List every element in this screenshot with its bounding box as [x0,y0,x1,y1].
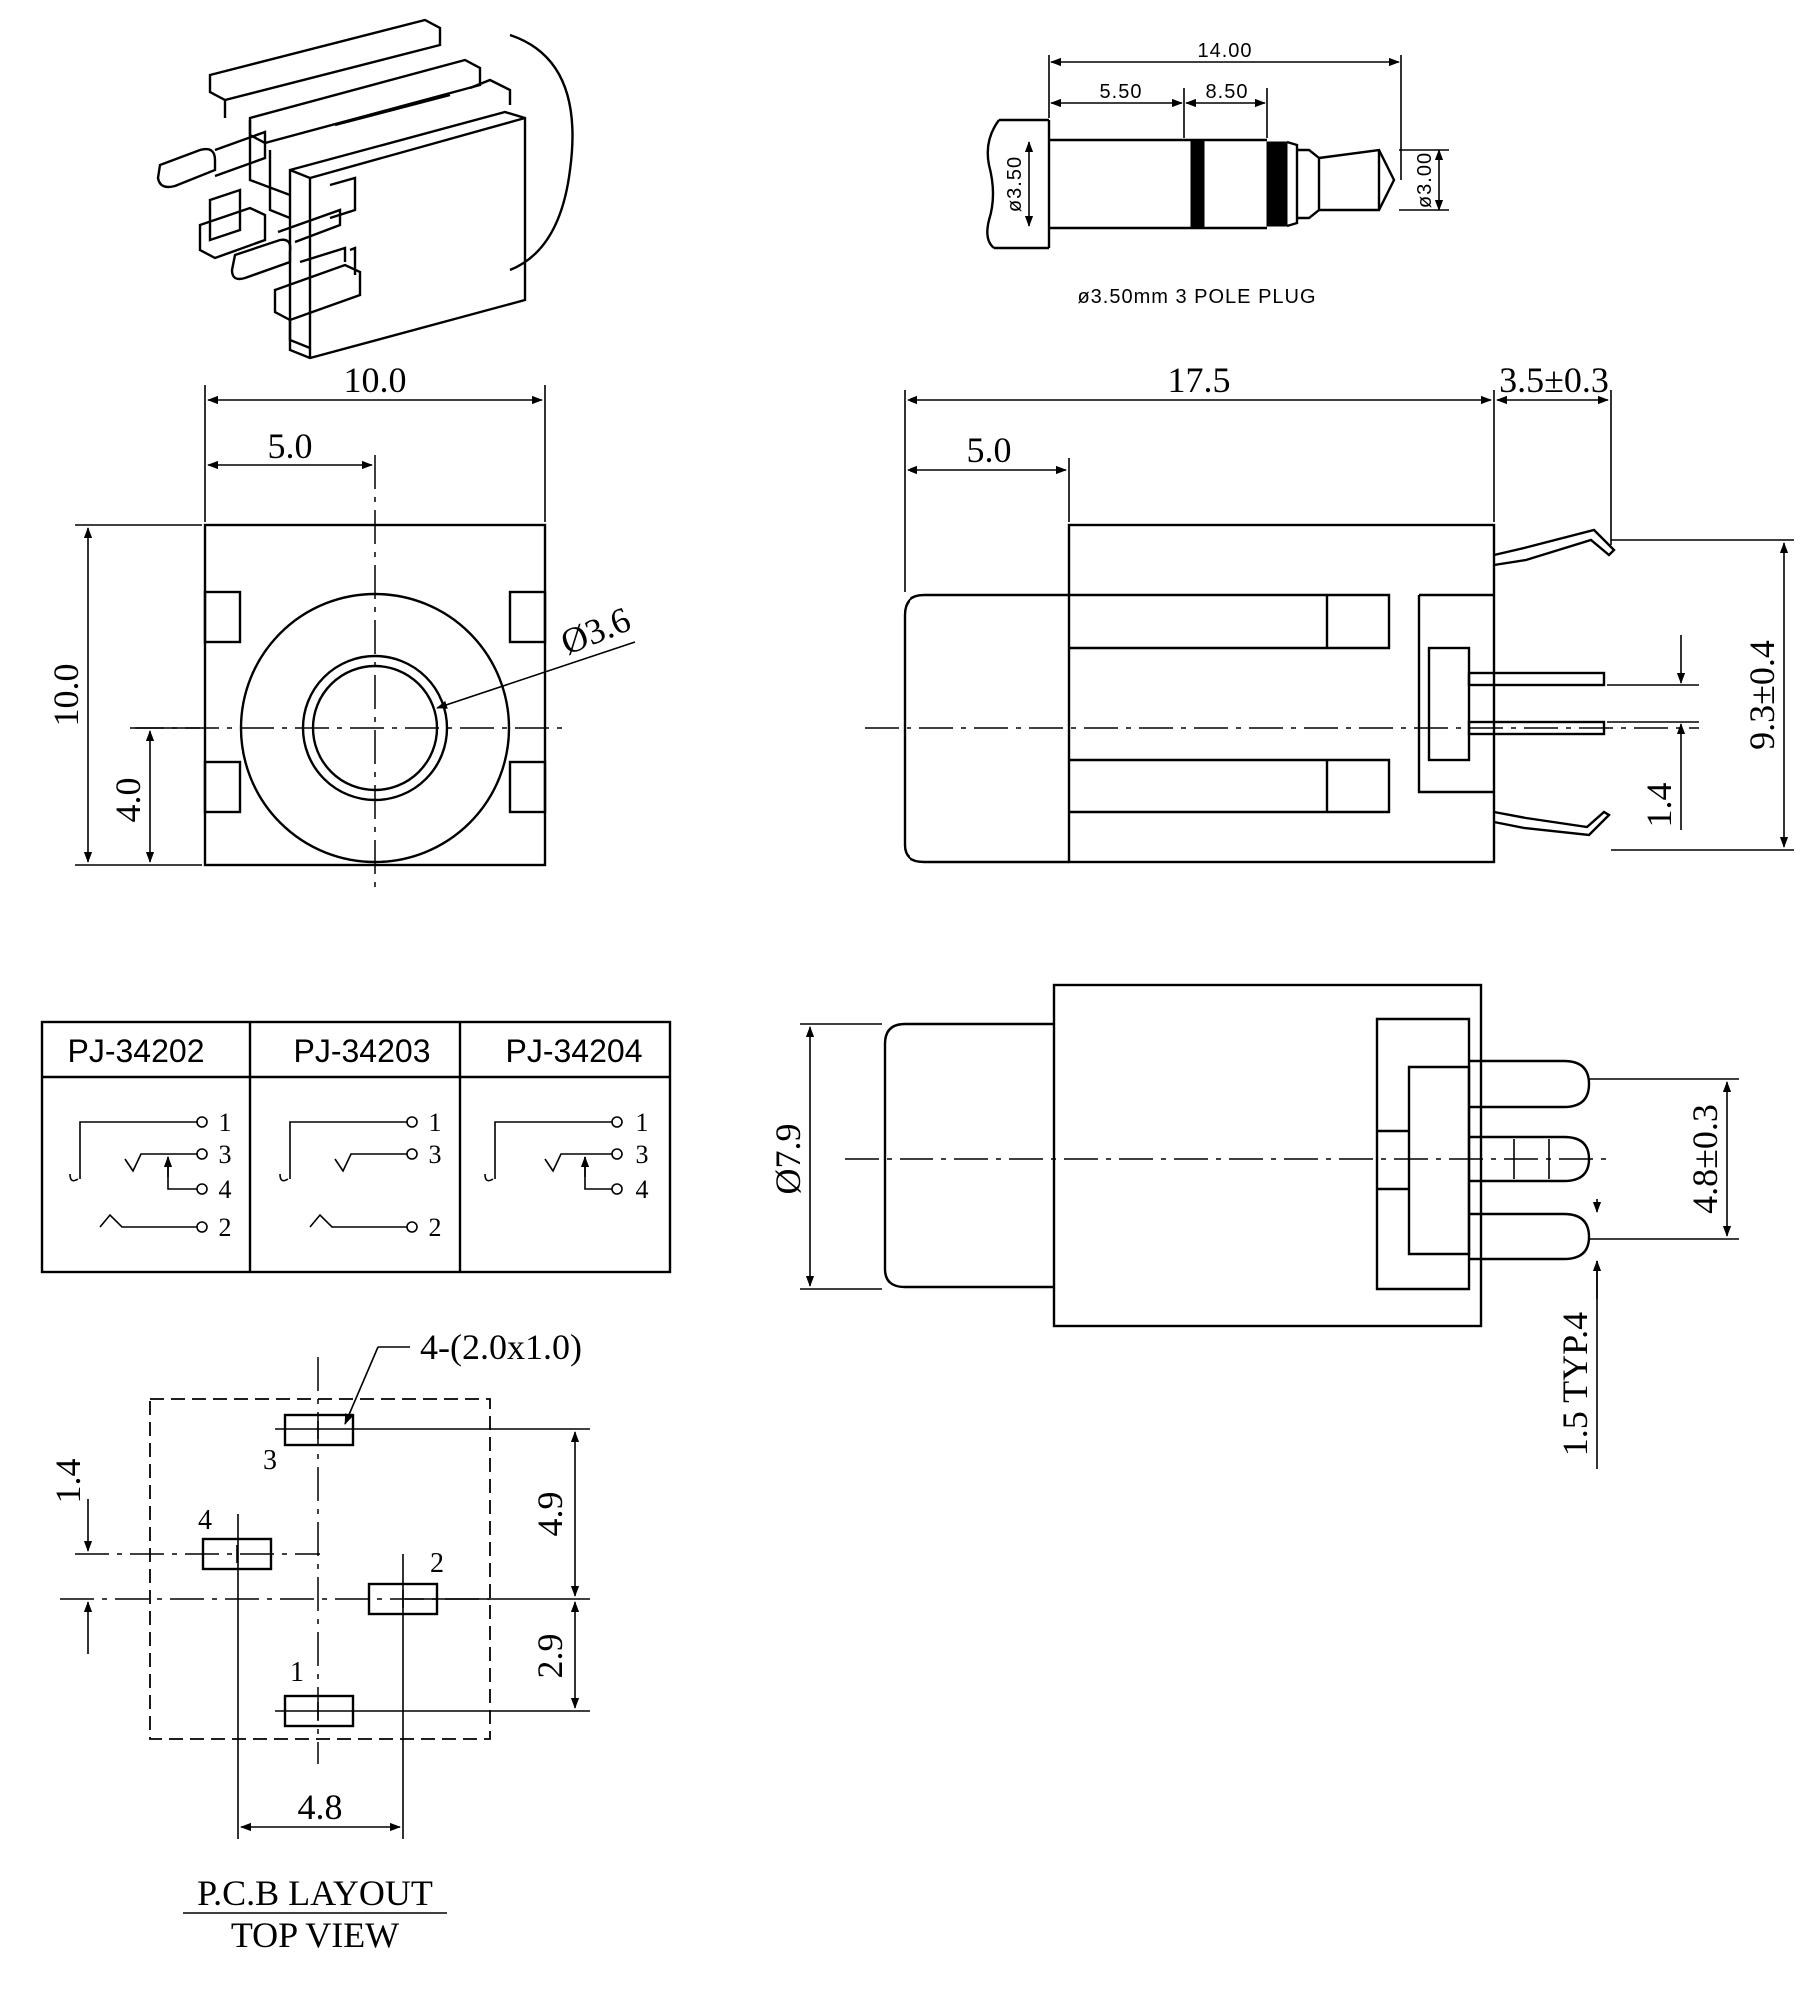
front-height-dim: 10.0 [46,664,86,727]
pj34204-pin-1: 1 [636,1108,649,1137]
variant-header-pj34203: PJ-34203 [294,1033,431,1069]
pcb-pad-1 [283,1694,355,1728]
front-view: 10.0 5.0 10.0 4.0 Ø3.6 [46,360,636,890]
plug-overall-length: 14.00 [1197,40,1252,62]
pcb-title-line2: TOP VIEW [231,1915,399,1955]
pcb-pad-4 [201,1537,273,1571]
schematic-pj34202: 1 3 4 2 [69,1108,232,1242]
side-nose-length-dim: 5.0 [967,430,1012,470]
pcb-pitch-dim: 4.8 [298,1787,343,1827]
plug-body-diameter: ø3.50 [1004,156,1026,212]
variants-table: PJ-34202 PJ-34203 PJ-34204 1 3 4 2 [40,1020,672,1274]
pcb-lower-dim: 2.9 [530,1634,570,1679]
pcb-upper-dim: 4.9 [530,1492,570,1537]
pj34202-pin-1: 1 [219,1108,232,1137]
variant-header-pj34202: PJ-34202 [68,1033,205,1069]
plug-caption: ø3.50mm 3 POLE PLUG [1077,286,1316,308]
pj34204-pin-3: 3 [636,1140,649,1169]
pj34204-pin-4: 4 [636,1175,649,1204]
pcb-layout: 4-(2.0x1.0) 3 4 2 1 1.4 4.9 2.9 4.8 P.C.… [48,1327,590,1955]
pj34203-pin-1: 1 [429,1108,442,1137]
pj34202-pin-4: 4 [219,1175,232,1204]
front-width-dim: 10.0 [344,360,407,400]
plug-tip-section-length: 8.50 [1206,81,1249,103]
side-pin-offset-dim: 1.4 [1639,783,1679,828]
schematic-pj34204: 1 3 4 [484,1108,649,1204]
side-pin-overhang-dim: 3.5±0.3 [1499,360,1609,400]
pcb-pad-label-3: 3 [263,1445,277,1476]
pcb-pad-label-1: 1 [290,1657,304,1688]
side-body-length-dim: 17.5 [1168,360,1231,400]
plug-sleeve-length: 5.50 [1100,81,1143,103]
pcb-pin4-offset-dim: 1.4 [48,1459,88,1504]
pcb-pad-label-4: 4 [198,1505,212,1536]
pcb-pad-2 [367,1582,439,1616]
front-axis-height-dim: 4.0 [108,778,148,823]
bottom-pin-pitch-dim: 4.8±0.3 [1685,1104,1725,1214]
side-pin-span-dim: 9.3±0.4 [1742,640,1782,750]
plug-view: 14.00 5.50 8.50 ø3.50 ø3.00 ø3.50mm 3 PO… [986,40,1449,308]
variant-header-pj34204: PJ-34204 [506,1033,643,1069]
isometric-view [156,18,574,360]
bottom-view: Ø7.9 4.8±0.3 1.5 TYP.4 [768,983,1739,1469]
pcb-title-line1: P.C.B LAYOUT [197,1873,433,1913]
bottom-pin-width-dim: 1.5 TYP.4 [1555,1312,1595,1456]
pj34203-pin-2: 2 [429,1213,442,1242]
schematic-pj34203: 1 3 2 [279,1108,442,1242]
pj34202-pin-2: 2 [219,1213,232,1242]
pj34203-pin-3: 3 [429,1140,442,1169]
plug-tip-diameter: ø3.00 [1414,152,1436,208]
pcb-pad-spec: 4-(2.0x1.0) [420,1327,582,1367]
pcb-pad-3 [283,1413,355,1447]
bottom-diameter-dim: Ø7.9 [768,1124,808,1195]
pj34202-pin-3: 3 [219,1140,232,1169]
side-view: 17.5 3.5±0.3 5.0 9.3±0.4 1.4 [865,360,1794,864]
front-hole-diameter-dim: Ø3.6 [555,599,636,663]
pcb-pad-label-2: 2 [430,1548,444,1579]
front-half-width-dim: 5.0 [268,426,313,466]
